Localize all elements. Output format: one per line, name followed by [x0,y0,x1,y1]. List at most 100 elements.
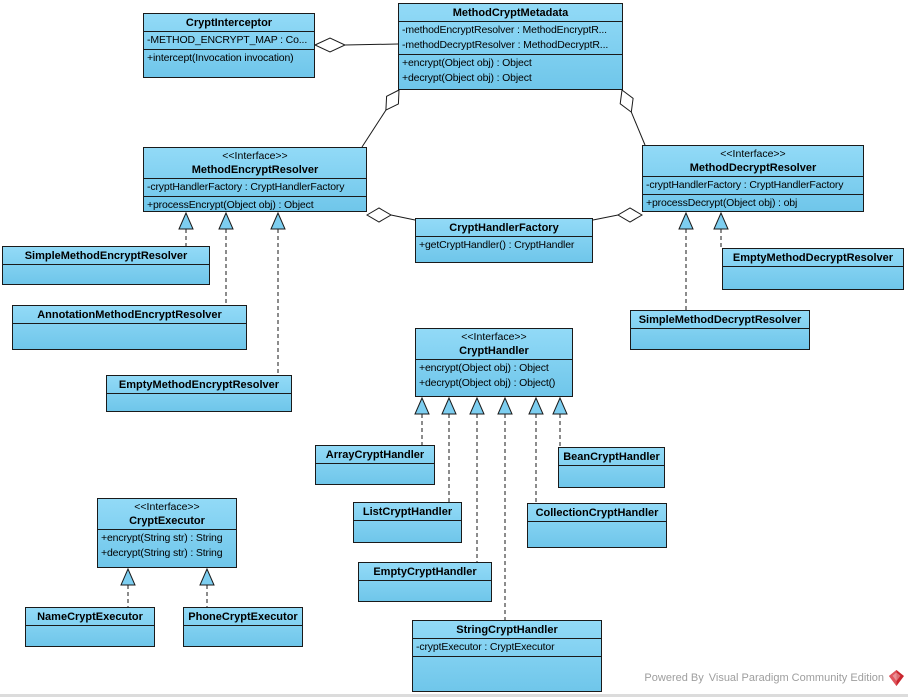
class-name: CryptHandler [459,345,529,357]
class-phone-crypt-executor[interactable]: PhoneCryptExecutor [183,607,303,647]
aggregation-metadata-decryptresolver-line [630,111,646,146]
class-name: CryptInterceptor [185,17,273,29]
class-method-decrypt-resolver[interactable]: <<Interface>> MethodDecryptResolver -crypt… [642,145,864,212]
class-header: SimpleMethodEncryptResolver [3,247,209,264]
class-empty-method-encrypt-resolver[interactable]: EmptyMethodEncryptResolver [106,375,292,412]
realization-annotationmethodencryptresolver-arrowhead [218,211,234,230]
member-line: -methodDecryptResolver : MethodDecryptR.… [402,39,609,51]
class-header: NameCryptExecutor [26,608,154,625]
class-crypt-executor[interactable]: <<Interface>> CryptExecutor +encrypt(Strin… [97,498,237,568]
class-header: AnnotationMethodEncryptResolver [13,306,246,323]
class-crypt-interceptor[interactable]: CryptInterceptor -METHOD_ENCRYPT_MAP : Co… [143,13,315,78]
aggregation-metadata-decryptresolver-diamond [619,89,634,114]
class-header: ArrayCryptHandler [316,446,434,463]
class-name: MethodDecryptResolver [689,162,817,174]
compartment [354,520,461,542]
class-collection-crypt-handler[interactable]: CollectionCryptHandler [527,503,667,548]
member-line: +encrypt(Object obj) : Object [419,362,549,374]
compartment [26,625,154,646]
class-annotation-method-encrypt-resolver[interactable]: AnnotationMethodEncryptResolver [12,305,247,350]
compartment [184,625,302,646]
compartment [13,323,246,349]
class-header: EmptyCryptHandler [359,563,491,580]
compartment: -cryptHandlerFactory : CryptHandlerFacto… [643,176,863,194]
compartment: -cryptHandlerFactory : CryptHandlerFacto… [144,178,366,196]
class-header: EmptyMethodDecryptResolver [723,249,903,266]
logo-diamond-facet [889,670,897,686]
stereotype-label: <<Interface>> [222,150,288,162]
aggregation-decryptresolver-factory-diamond [617,207,643,223]
class-empty-crypt-handler[interactable]: EmptyCryptHandler [358,562,492,602]
class-name: AnnotationMethodEncryptResolver [37,309,222,321]
member-line: -METHOD_ENCRYPT_MAP : Co... [147,34,308,46]
realization-stringcrypthandler-arrowhead [497,396,513,415]
compartment [723,266,903,289]
class-method-encrypt-resolver[interactable]: <<Interface>>MethodEncryptResolver-crypt… [143,147,367,212]
class-bean-crypt-handler[interactable]: BeanCryptHandler [558,447,665,488]
class-header: CollectionCryptHandler [528,504,666,521]
class-name: CryptExecutor [129,515,205,527]
visual-paradigm-logo [889,670,904,686]
class-crypt-handler-factory[interactable]: CryptHandlerFactory+getCryptHandler() : … [415,218,593,263]
class-name-crypt-executor[interactable]: NameCryptExecutor [25,607,155,647]
class-crypt-handler[interactable]: <<Interface>> CryptHandler +encrypt(Object… [415,328,573,397]
compartment [316,463,434,484]
member-line: -cryptExecutor : CryptExecutor [416,641,555,653]
compartment: -methodEncryptResolver : MethodEncryptR.… [399,21,622,54]
compartment [359,580,491,601]
class-header: EmptyMethodEncryptResolver [107,376,291,393]
class-list-crypt-handler[interactable]: ListCryptHandler [353,502,462,543]
class-header: CryptHandlerFactory [416,219,592,236]
class-name: PhoneCryptExecutor [188,611,298,623]
compartment: +getCryptHandler() : CryptHandler [416,236,592,262]
compartment [413,656,601,691]
compartment: +encrypt(String str) : String+decrypt(St… [98,529,236,567]
member-line: -cryptHandlerFactory : CryptHandlerFacto… [646,179,844,191]
realization-phonecryptexecutor-arrowhead [199,567,215,586]
footer-credit: Powered By Visual Paradigm Community Edi… [644,670,904,686]
compartment [107,393,291,411]
class-array-crypt-handler[interactable]: ArrayCryptHandler [315,445,435,485]
class-name: CollectionCryptHandler [535,507,659,519]
class-header: CryptInterceptor [144,14,314,31]
compartment [528,521,666,547]
realization-listcrypthandler-arrowhead [441,396,457,415]
realization-emptymethodencryptresolver-arrowhead [270,211,286,230]
class-name: SimpleMethodDecryptResolver [638,314,802,326]
stereotype-label: <<Interface>> [720,148,786,160]
compartment: +intercept(Invocation invocation) [144,49,314,77]
realization-arraycrypthandler-arrowhead [414,396,430,415]
class-header: <<Interface>> MethodDecryptResolver [643,146,863,176]
compartment: -METHOD_ENCRYPT_MAP : Co... [144,31,314,49]
class-name: MethodCryptMetadata [452,7,569,19]
compartment: +encrypt(Object obj) : Object+decrypt(Ob… [399,54,622,89]
member-line: +encrypt(String str) : String [101,532,223,544]
member-line: +decrypt(Object obj) : Object [402,72,532,84]
stereotype-label: <<Interface>> [134,501,200,513]
class-header: ListCryptHandler [354,503,461,520]
class-method-crypt-metadata[interactable]: MethodCryptMetadata -methodEncryptResolve… [398,3,623,90]
class-name: ListCryptHandler [362,506,453,518]
class-header: SimpleMethodDecryptResolver [631,311,809,328]
aggregation-encryptresolver-factory-diamond [366,207,392,223]
class-simple-method-encrypt-resolver[interactable]: SimpleMethodEncryptResolver [2,246,210,285]
aggregation-interceptor-metadata-line [344,43,399,46]
class-string-crypt-handler[interactable]: StringCryptHandler-cryptExecutor : Crypt… [412,620,602,692]
aggregation-metadata-encryptresolver-line [361,109,387,148]
compartment: +encrypt(Object obj) : Object+decrypt(Ob… [416,359,572,396]
class-name: EmptyMethodDecryptResolver [732,252,894,264]
class-name: ArrayCryptHandler [325,449,425,461]
class-header: <<Interface>> CryptHandler [416,329,572,359]
class-name: EmptyMethodEncryptResolver [118,379,280,391]
compartment [559,465,664,487]
stereotype-label: <<Interface>> [461,331,527,343]
member-line: -methodEncryptResolver : MethodEncryptR.… [402,24,607,36]
class-simple-method-decrypt-resolver[interactable]: SimpleMethodDecryptResolver [630,310,810,350]
realization-collectioncrypthandler-arrowhead [528,396,544,415]
class-header: <<Interface>>MethodEncryptResolver [144,148,366,178]
realization-emptymethoddecryptresolver-arrowhead [713,211,729,230]
class-empty-method-decrypt-resolver[interactable]: EmptyMethodDecryptResolver [722,248,904,290]
aggregation-encryptresolver-factory-line [390,214,416,221]
compartment [3,264,209,284]
